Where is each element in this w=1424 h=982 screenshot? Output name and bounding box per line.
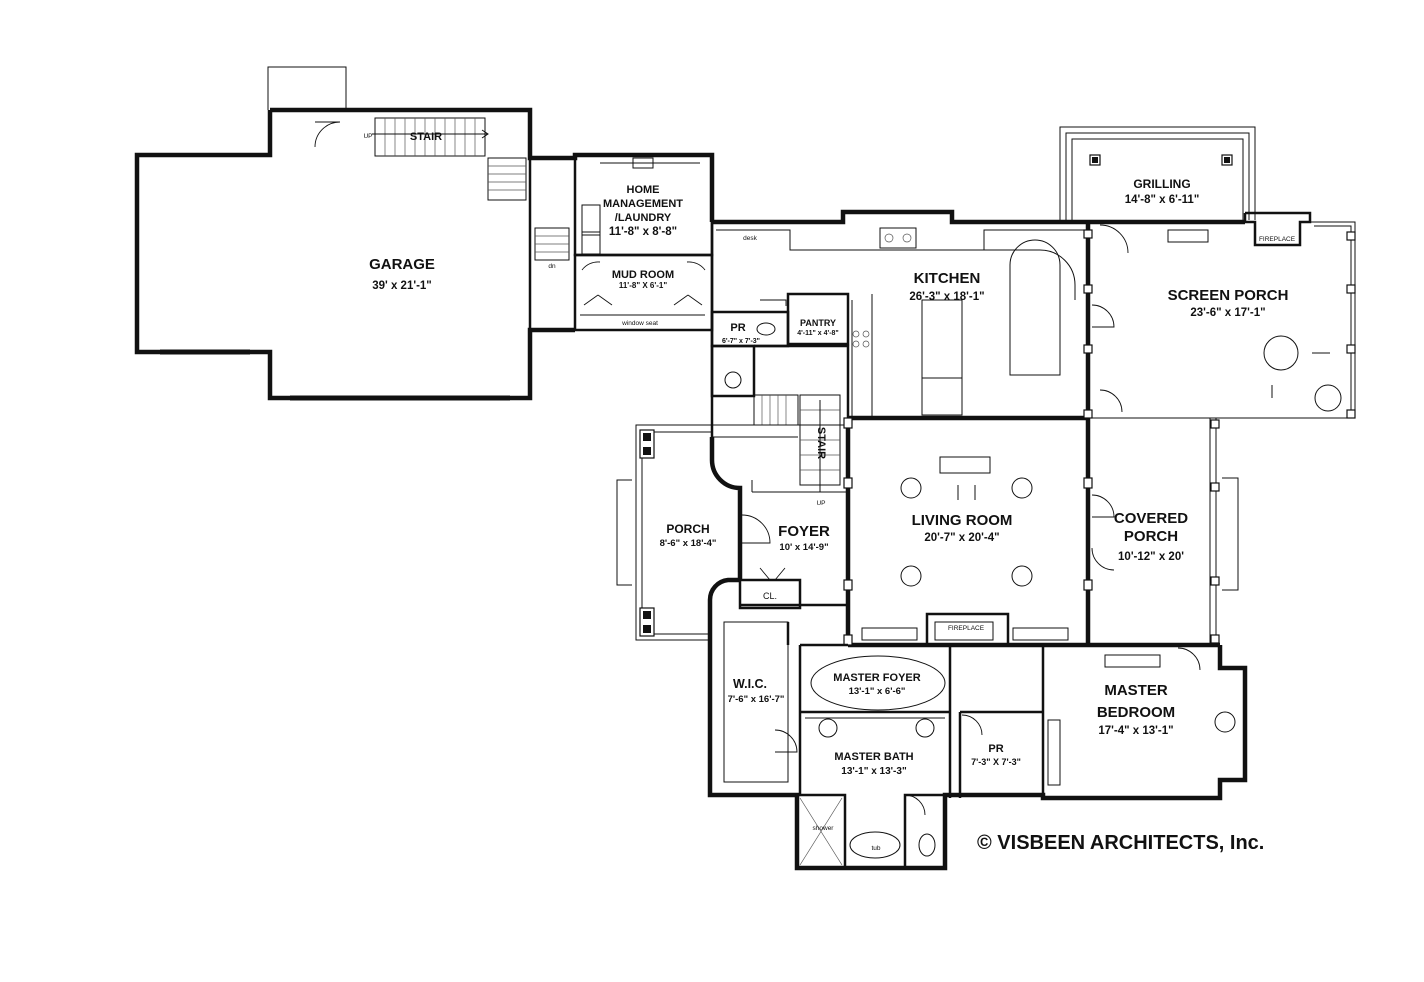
porch-label: PORCH (666, 522, 709, 536)
master-bedroom-line2: BEDROOM (1097, 704, 1175, 721)
main-stair-label: STAIR (815, 427, 827, 459)
home-mgmt-dims: 11'-8" x 8'-8" (609, 226, 677, 238)
master-bedroom-dims: 17'-4" x 13'-1" (1098, 725, 1173, 737)
master-foyer-dims: 13'-1" x 6'-6" (849, 686, 906, 697)
kitchen-dims: 26'-3" x 18'-1" (909, 291, 984, 303)
pr-lower-label: PR (988, 743, 1003, 755)
mud-room-dims: 11'-8" X 6'-1" (619, 281, 668, 290)
pr-lower-dims: 7'-3" X 7'-3" (971, 757, 1021, 767)
porch-foyer (616, 424, 848, 645)
pr-upper-label: PR (730, 322, 745, 334)
covered-porch-line1: COVERED (1114, 510, 1188, 527)
pantry-dims: 4'-11" x 4'-8" (797, 330, 839, 337)
main-stair-up: UP (816, 500, 825, 507)
wic-label: W.I.C. (733, 677, 767, 691)
kitchen-label: KITCHEN (914, 270, 981, 287)
screen-porch-block (1059, 126, 1356, 645)
copyright-text: © VISBEEN ARCHITECTS, Inc. (977, 832, 1264, 854)
master-bedroom-line1: MASTER (1104, 682, 1168, 699)
closet-label: CL. (763, 591, 777, 601)
grilling-label: GRILLING (1133, 177, 1190, 191)
porch-dims: 8'-6" x 18'-4" (660, 538, 717, 549)
mud-room-label: MUD ROOM (612, 269, 674, 281)
foyer-label: FOYER (778, 523, 830, 540)
master-bath-dims: 13'-1" x 13'-3" (841, 766, 907, 777)
screen-porch-dims: 23'-6" x 17'-1" (1190, 307, 1265, 319)
master-suite (707, 621, 1248, 871)
dn-label: dn (548, 263, 556, 270)
screen-porch-fireplace: FIREPLACE (1259, 236, 1296, 243)
kitchen-block (710, 209, 1088, 493)
wic-dims: 7'-6" x 16'-7" (728, 694, 785, 705)
pr-upper-dims: 6'-7" x 7'-3" (722, 338, 760, 345)
upper-stair-label: STAIR (410, 131, 442, 143)
grilling-dims: 14'-8" x 6'-11" (1125, 194, 1200, 206)
home-mgmt-line2: MANAGEMENT (603, 198, 683, 210)
shower-label: shower (813, 825, 835, 832)
covered-porch-dims: 10'-12" x 20' (1118, 551, 1184, 563)
home-mgmt-line3: /LAUNDRY (615, 212, 672, 224)
pantry-label: PANTRY (800, 318, 836, 328)
master-foyer-label: MASTER FOYER (833, 672, 920, 684)
garage-dims: 39' x 21'-1" (372, 280, 432, 292)
living-room-fireplace: FIREPLACE (948, 625, 985, 632)
tub-label: tub (871, 845, 880, 852)
master-bath-label: MASTER BATH (834, 751, 913, 763)
foyer-dims: 10' x 14'-9" (779, 542, 828, 553)
home-mgmt-line1: HOME (627, 184, 660, 196)
upper-stair-up: UP (363, 133, 372, 140)
covered-porch-block (1091, 418, 1239, 645)
garage-label: GARAGE (369, 256, 435, 273)
living-room-dims: 20'-7" x 20'-4" (924, 532, 999, 544)
screen-porch-label: SCREEN PORCH (1168, 287, 1289, 304)
living-room-block (843, 417, 1220, 648)
covered-porch-line2: PORCH (1124, 528, 1178, 545)
window-seat-label: window seat (621, 320, 658, 327)
labels: GARAGE 39' x 21'-1" STAIR UP HOME MANAGE… (363, 131, 1295, 854)
living-room-label: LIVING ROOM (912, 512, 1013, 529)
desk-label: desk (743, 235, 757, 242)
